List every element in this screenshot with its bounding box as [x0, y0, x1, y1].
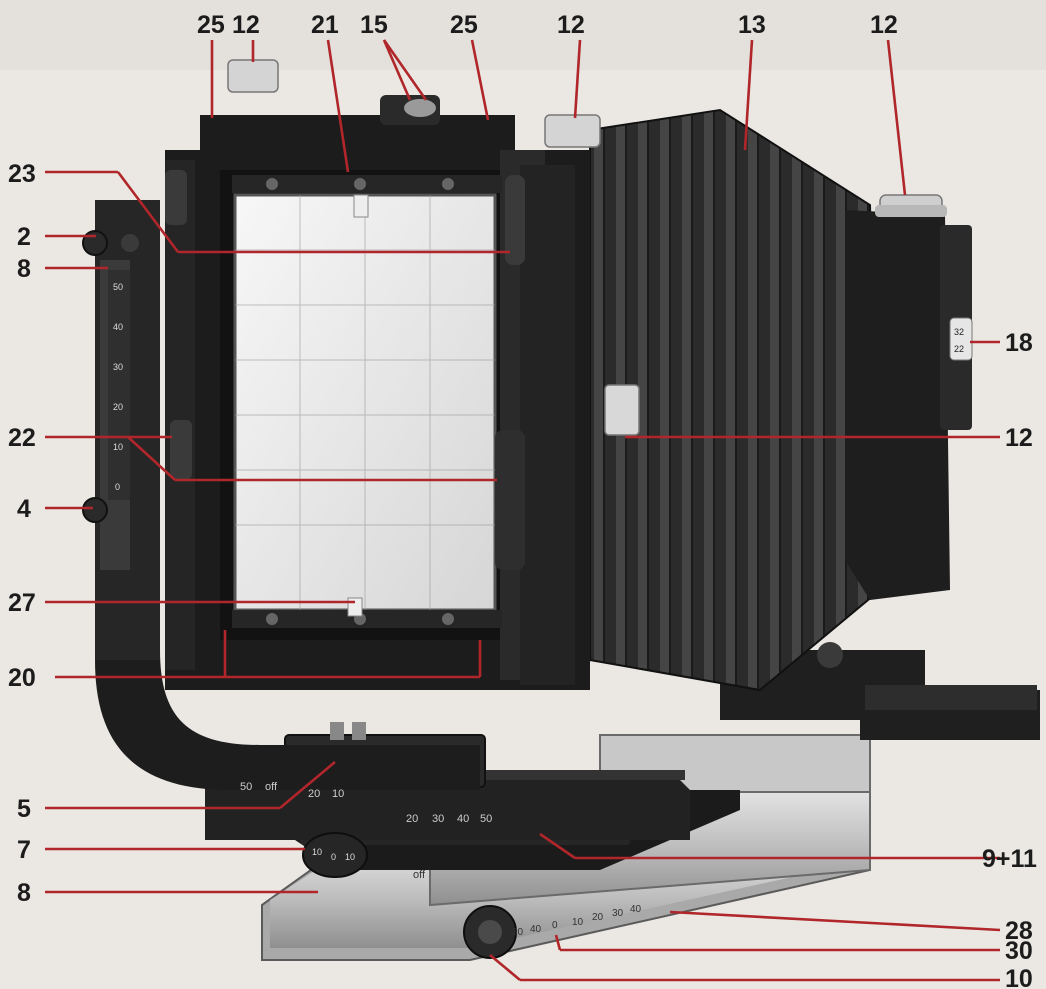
callout-12-c: 12 [870, 11, 898, 39]
leader-top-21 [326, 39, 350, 173]
leader-top-13 [743, 39, 754, 151]
callout-12-a: 12 [232, 11, 260, 39]
callout-23: 23 [8, 160, 36, 188]
base-scale-tick: 30 [512, 927, 524, 938]
base-scale-tick: 10 [572, 917, 584, 928]
base-knob: off [413, 869, 517, 959]
callout-13: 13 [738, 11, 766, 39]
callout-28: 28 [1005, 917, 1033, 945]
callout-15: 15 [360, 11, 388, 39]
rail-scale: 50 off 20 10 20 30 40 50 [240, 781, 492, 825]
leader-10-up [489, 954, 521, 981]
callout-20: 20 [8, 664, 36, 692]
rear-scale: 50 40 30 20 10 0 [108, 270, 130, 500]
base-off-label: off [413, 869, 426, 881]
callout-12-b: 12 [557, 11, 585, 39]
leader-5-up [279, 761, 336, 809]
callout-8-upper: 8 [17, 255, 31, 283]
callout-18: 18 [1005, 329, 1033, 357]
callout-25-left: 25 [197, 11, 225, 39]
leader-30-up [554, 934, 562, 951]
top-knobs [227, 59, 640, 436]
knob-scale-tick: 0 [331, 852, 336, 862]
callout-8-lower: 8 [17, 879, 31, 907]
leader-28 [669, 910, 1001, 932]
knob-scale-tick: 10 [345, 852, 355, 862]
leader-top-15 [382, 39, 412, 101]
knob-scale-tick: 10 [312, 847, 322, 857]
rail-scale-tick: 30 [432, 813, 444, 825]
rear-scale-tick: 40 [113, 322, 123, 332]
callout-12-right: 12 [1005, 424, 1033, 452]
callout-labels: 25 12 21 15 25 12 13 12 23 2 8 22 4 27 2… [8, 11, 1037, 989]
callout-7: 7 [17, 836, 31, 864]
callout-2: 2 [17, 223, 31, 251]
rail-scale-tick: off [265, 781, 278, 793]
callout-9-11: 9+11 [982, 845, 1037, 873]
ground-glass [233, 193, 497, 612]
glass-clips [232, 175, 502, 628]
base-scale-tick: 40 [630, 904, 642, 915]
leader-23-branch [116, 171, 180, 253]
rail-scale-tick: 20 [308, 788, 320, 800]
top-leader-lines [210, 39, 907, 196]
aperture-tick: 32 [954, 327, 964, 337]
rear-scale-tick: 10 [113, 442, 123, 452]
leader-lines [45, 170, 1001, 982]
rear-scale-tick: 0 [115, 482, 120, 492]
side-levers [165, 170, 525, 570]
rail-scale-tick: 50 [240, 781, 252, 793]
callout-30: 30 [1005, 937, 1033, 965]
callout-4: 4 [17, 495, 31, 523]
callout-22: 22 [8, 424, 36, 452]
focus-knob: 10 0 10 [302, 832, 368, 878]
callout-5: 5 [17, 795, 31, 823]
base-scale-tick: 40 [530, 924, 542, 935]
rear-scale-tick: 50 [113, 282, 123, 292]
aperture-tick: 22 [954, 344, 964, 354]
leader-top-25-right [470, 39, 490, 121]
front-bracket [720, 642, 1040, 740]
front-standard [845, 194, 972, 600]
top-latch [380, 95, 440, 125]
aperture-dial: 32 22 [949, 317, 973, 361]
leader-top-15-b [382, 39, 428, 101]
rail-scale-tick: 50 [480, 813, 492, 825]
callout-25-right: 25 [450, 11, 478, 39]
base-scale-tick: 0 [552, 920, 558, 931]
leader-22-branch [127, 436, 176, 481]
rear-scale-tick: 30 [113, 362, 123, 372]
base-scale: 30 40 0 10 20 30 40 [512, 904, 642, 938]
leader-top-12-c [886, 39, 907, 196]
leader-9-11-branch [539, 832, 576, 860]
base-scale-tick: 30 [612, 908, 624, 919]
rail-scale-tick: 10 [332, 788, 344, 800]
base-scale-tick: 20 [592, 912, 604, 923]
rear-scale-tick: 20 [113, 402, 123, 412]
callout-21: 21 [311, 11, 339, 39]
callout-10: 10 [1005, 965, 1033, 989]
rail-scale-tick: 40 [457, 813, 469, 825]
rail-scale-tick: 20 [406, 813, 418, 825]
callout-27: 27 [8, 589, 36, 617]
camera-illustration: 50 40 30 20 10 0 50 off 20 10 20 30 40 5… [82, 59, 1040, 961]
leader-top-12-b [573, 39, 582, 119]
